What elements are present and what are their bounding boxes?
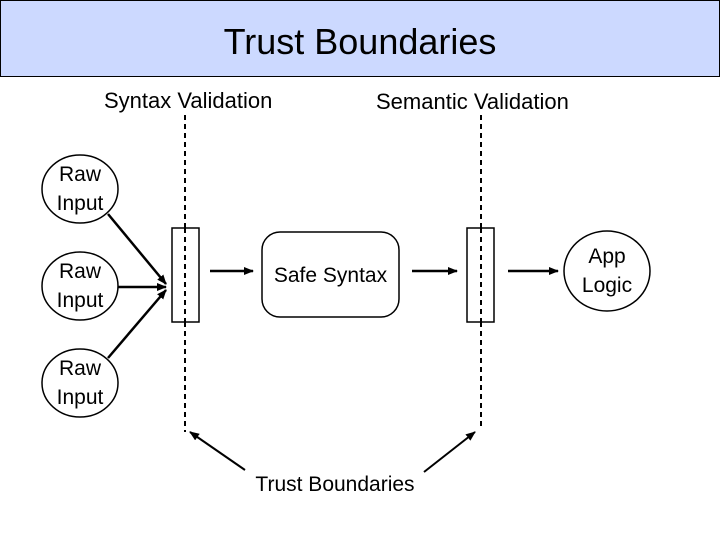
arrow-raw-1 xyxy=(107,213,167,285)
trust-boundaries-label: Trust Boundaries xyxy=(255,473,415,496)
raw-input-label-2: Raw Input xyxy=(56,260,104,312)
arrow-to-semantic-boundary xyxy=(423,431,476,473)
syntax-validation-label: Syntax Validation xyxy=(104,88,273,113)
app-logic-label: App Logic xyxy=(581,245,633,297)
safe-syntax-box xyxy=(261,231,400,318)
safe-syntax-label: Safe Syntax xyxy=(273,264,388,287)
title-bar xyxy=(0,0,720,77)
app-logic-ellipse xyxy=(563,230,651,312)
arrow-to-syntax-boundary xyxy=(189,431,246,471)
raw-input-label-1: Raw Input xyxy=(56,163,104,215)
raw-input-ellipse-3 xyxy=(41,348,119,418)
page-title: Trust Boundaries xyxy=(223,21,497,62)
raw-input-ellipse-1 xyxy=(41,154,119,224)
arrow-raw-3 xyxy=(107,289,167,359)
semantic-filter-box xyxy=(466,227,495,323)
semantic-validation-label: Semantic Validation xyxy=(376,89,569,114)
raw-input-label-3: Raw Input xyxy=(56,357,104,409)
